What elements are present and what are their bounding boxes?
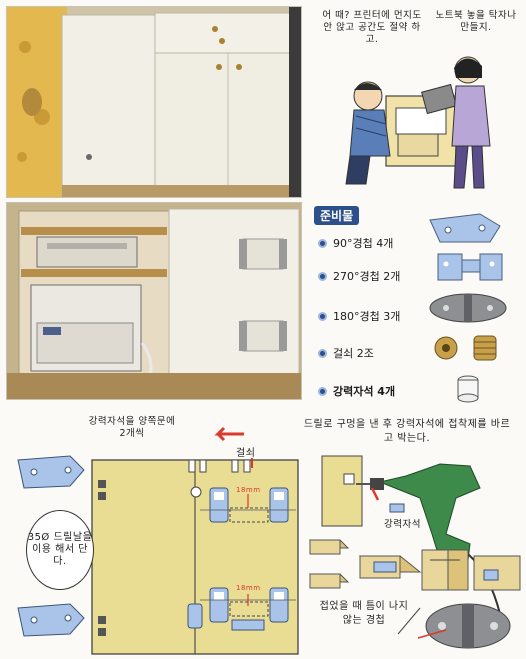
material-item-90-hinge: 90°경첩 4개 bbox=[318, 235, 393, 251]
materials-title-text: 준비물 bbox=[320, 209, 354, 223]
hinge-note: 접었을 때 틈이 나지않는 경첩 bbox=[319, 601, 409, 626]
arrow-left-icon bbox=[214, 426, 244, 442]
assembly-step-3-icon bbox=[473, 555, 521, 591]
material-item-180-hinge: 180°경첩 3개 bbox=[318, 308, 400, 324]
bullet-icon bbox=[318, 238, 327, 248]
bullet-icon bbox=[318, 271, 327, 281]
speech-left: 어 때? 프린터에 먼지도 안 앉고 공간도 절약 하고. bbox=[322, 10, 422, 45]
hinge-left-bottom-icon bbox=[17, 603, 85, 637]
latch-label: 걸쇠 bbox=[236, 448, 256, 459]
bullet-icon bbox=[318, 348, 327, 358]
hinge-180-flat-icon bbox=[425, 603, 511, 649]
bullet-icon bbox=[318, 386, 327, 396]
drill-icon bbox=[321, 455, 501, 615]
cabinet-diagram bbox=[91, 459, 299, 655]
dim-top: 18mm bbox=[236, 486, 261, 494]
magnet-icon bbox=[457, 375, 479, 403]
material-label: 90°경첩 4개 bbox=[333, 237, 394, 250]
drill-bubble-text: 35Ø 드릴날을 이용 해서 단다. bbox=[27, 532, 93, 567]
hinge-180-icon bbox=[429, 293, 507, 323]
illustration-couple: 어 때? 프린터에 먼지도 안 앉고 공간도 절약 하고. 노트북 놓을 탁자나… bbox=[306, 6, 520, 196]
bullet-icon bbox=[318, 311, 327, 321]
assembly-step-1-icon bbox=[358, 555, 422, 579]
hinge-270-icon bbox=[437, 253, 503, 281]
material-item-latch: 걸쇠 2조 bbox=[318, 345, 374, 361]
materials-title: 준비물 bbox=[314, 206, 360, 225]
drill-note: 드릴로 구멍을 낸 후 강력자석에 접착제를 바르고 박는다. bbox=[303, 419, 511, 444]
photo-closed-cabinet bbox=[6, 6, 302, 198]
material-label: 270°경첩 2개 bbox=[333, 270, 401, 283]
pointer-line-icon bbox=[417, 629, 447, 639]
speech-right: 노트북 놓을 탁자나 만들지. bbox=[435, 10, 517, 33]
magnet-piece-icon bbox=[389, 503, 405, 513]
material-item-magnet: 강력자석 4개 bbox=[318, 383, 395, 399]
drill-bubble: 35Ø 드릴날을 이용 해서 단다. bbox=[26, 510, 94, 590]
wood-blocks-icon bbox=[308, 539, 350, 589]
latch-icon bbox=[434, 335, 497, 361]
assembly-step-2-icon bbox=[421, 549, 469, 591]
dim-bottom: 18mm bbox=[236, 584, 261, 592]
magnet-note: 강력자석을 양쪽문에 2개씩 bbox=[88, 416, 176, 439]
photo-open-cabinet bbox=[6, 202, 302, 400]
material-label: 걸쇠 2조 bbox=[333, 347, 374, 360]
material-label: 180°경첩 3개 bbox=[333, 310, 401, 323]
pointer-line-2-icon bbox=[397, 607, 421, 635]
material-images bbox=[429, 213, 507, 403]
hinge-left-top-icon bbox=[17, 455, 85, 489]
magnet-label: 강력자석 bbox=[384, 519, 421, 530]
material-label: 강력자석 4개 bbox=[333, 385, 396, 398]
material-item-270-hinge: 270°경첩 2개 bbox=[318, 268, 400, 284]
diagram-panel: 강력자석을 양쪽문에 2개씩 걸쇠 드릴로 구멍을 낸 후 강력자석에 접착제를… bbox=[0, 404, 526, 659]
hinge-90-icon bbox=[429, 213, 501, 243]
